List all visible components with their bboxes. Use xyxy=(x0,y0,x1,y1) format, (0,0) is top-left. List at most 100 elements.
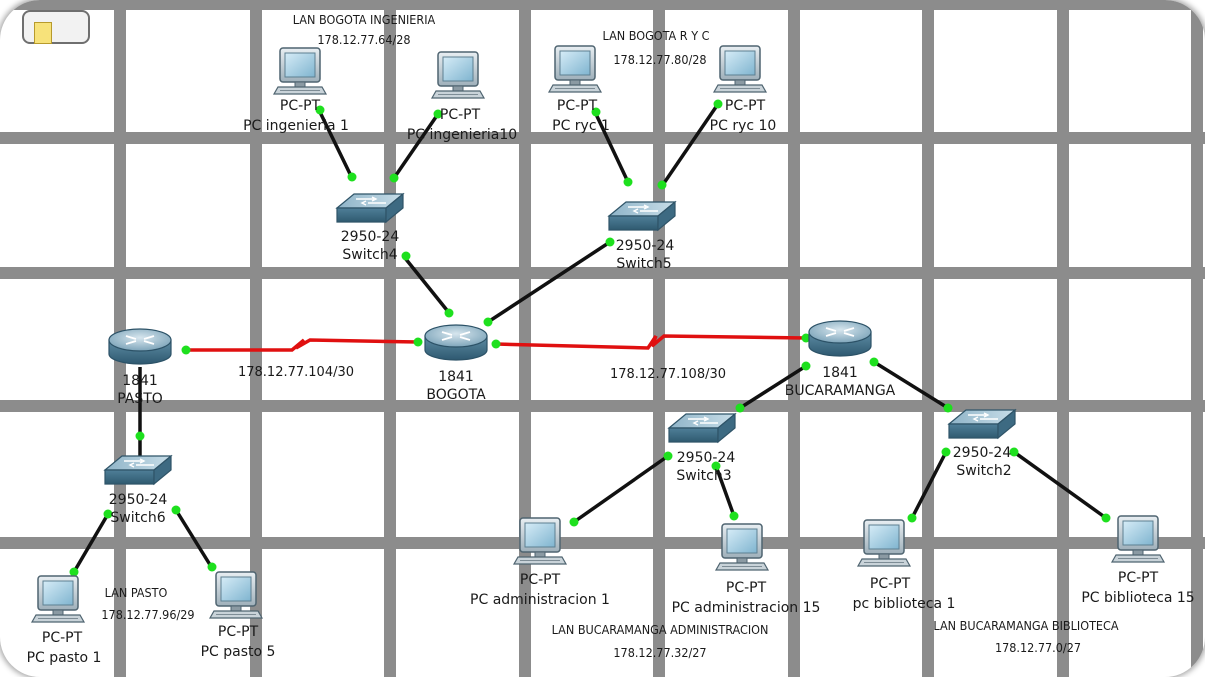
pc-name-label: PC ingenieria10 xyxy=(407,127,517,143)
pc-name-label: PC pasto 1 xyxy=(27,650,102,666)
pc-pasto1[interactable]: PC-PT PC pasto 1 xyxy=(27,575,102,666)
pc-type-label: PC-PT xyxy=(557,98,598,114)
pc-ryc1[interactable]: PC-PT PC ryc 1 xyxy=(548,45,610,134)
area-net-bga-admin: 178.12.77.32/27 xyxy=(613,645,706,660)
link-ryc1-sw5 xyxy=(593,111,630,183)
switch4[interactable]: 2950-24 Switch4 xyxy=(336,193,404,263)
area-net-bga-bib: 178.12.77.0/27 xyxy=(995,640,1081,655)
area-label-bogota-ing: LAN BOGOTA INGENIERIA xyxy=(293,12,436,27)
switch3[interactable]: 2950-24 Switch3 xyxy=(668,413,736,484)
link-sw2-bib1 xyxy=(910,451,948,519)
pc-icon xyxy=(715,523,769,571)
pc-admin15[interactable]: PC-PT PC administracion 15 xyxy=(672,523,821,616)
pc-icon xyxy=(857,519,911,567)
pc-type-label: PC-PT xyxy=(1118,570,1159,586)
pc-type-label: PC-PT xyxy=(440,107,481,123)
serial-links xyxy=(186,334,807,352)
pc-icon xyxy=(513,517,567,565)
area-net-bogota-ing: 178.12.77.64/28 xyxy=(317,32,410,47)
port-indicators xyxy=(69,99,1111,577)
switch-icon xyxy=(948,409,1016,439)
pc-type-label: PC-PT xyxy=(870,576,911,592)
pc-name-label: PC biblioteca 15 xyxy=(1081,590,1194,606)
switch-icon xyxy=(668,413,736,443)
link-ing10-sw4 xyxy=(392,113,440,179)
link-sw6-pasto5 xyxy=(174,509,214,569)
pc-pasto5[interactable]: PC-PT PC pasto 5 xyxy=(201,571,276,660)
pc-ryc10[interactable]: PC-PT PC ryc 10 xyxy=(710,45,777,134)
link-bga-sw3 xyxy=(739,364,807,410)
area-net-pasto: 178.12.77.96/29 xyxy=(101,607,194,622)
wan-label-bogota-bga: 178.12.77.108/30 xyxy=(610,367,726,382)
router-name-label: BOGOTA xyxy=(426,387,486,403)
pc-name-label: PC ryc 1 xyxy=(552,118,610,134)
switch-model-label: 2950-24 xyxy=(109,492,168,508)
switch-name-label: Switch4 xyxy=(342,247,397,263)
switch-name-label: Switch3 xyxy=(676,468,731,484)
router-bucaramanga[interactable]: 1841 BUCARAMANGA xyxy=(785,320,896,399)
pc-type-label: PC-PT xyxy=(218,624,259,640)
router-pasto[interactable]: 1841 PASTO xyxy=(108,328,172,407)
pc-icon xyxy=(713,45,767,93)
link-sw5-bogota xyxy=(487,240,611,324)
router-model-label: 1841 xyxy=(822,365,858,381)
switch-name-label: Switch6 xyxy=(110,510,165,526)
switch2[interactable]: 2950-24 Switch2 xyxy=(948,409,1016,479)
pc-admin1[interactable]: PC-PT PC administracion 1 xyxy=(470,517,610,608)
pc-name-label: pc biblioteca 1 xyxy=(853,596,956,612)
router-model-label: 1841 xyxy=(122,373,158,389)
router-name-label: BUCARAMANGA xyxy=(785,383,896,399)
link-pasto-bogota-serial xyxy=(186,338,419,352)
switch-model-label: 2950-24 xyxy=(953,445,1012,461)
switch5[interactable]: 2950-24 Switch5 xyxy=(608,201,676,272)
pc-type-label: PC-PT xyxy=(280,98,321,114)
area-label-pasto: LAN PASTO xyxy=(105,585,168,600)
switch-icon xyxy=(608,201,676,231)
link-sw2-bib15 xyxy=(1012,450,1108,520)
annotation-note-icon[interactable] xyxy=(22,10,90,44)
router-model-label: 1841 xyxy=(438,369,474,385)
wan-label-pasto-bogota: 178.12.77.104/30 xyxy=(238,365,354,380)
pc-ing10[interactable]: PC-PT PC ingenieria10 xyxy=(407,51,517,143)
router-icon xyxy=(808,320,872,357)
router-icon xyxy=(108,328,172,365)
pc-type-label: PC-PT xyxy=(725,98,766,114)
ethernet-links xyxy=(72,103,1108,573)
router-name-label: PASTO xyxy=(117,391,163,407)
area-label-bga-admin: LAN BUCARAMANGA ADMINISTRACION xyxy=(552,622,769,637)
area-label-bogota-ryc: LAN BOGOTA R Y C xyxy=(603,28,710,43)
pc-name-label: PC ryc 10 xyxy=(710,118,777,134)
switch6[interactable]: 2950-24 Switch6 xyxy=(104,455,172,526)
pc-icon xyxy=(273,47,327,95)
pc-icon xyxy=(1111,515,1165,563)
switch-name-label: Switch2 xyxy=(956,463,1011,479)
pc-ing1[interactable]: PC-PT PC ingenieria 1 xyxy=(243,47,349,134)
note-icon xyxy=(34,22,52,44)
pc-bib1[interactable]: PC-PT pc biblioteca 1 xyxy=(853,519,956,612)
router-icon xyxy=(424,324,488,361)
link-sw4-bogota xyxy=(403,256,452,316)
pc-type-label: PC-PT xyxy=(42,630,83,646)
area-net-bogota-ryc: 178.12.77.80/28 xyxy=(613,52,706,67)
pc-type-label: PC-PT xyxy=(726,580,767,596)
link-sw6-pasto1 xyxy=(72,513,110,573)
pc-icon xyxy=(31,575,85,623)
link-ing1-sw4 xyxy=(316,107,354,179)
pc-type-label: PC-PT xyxy=(520,572,561,588)
link-bogota-bga-serial xyxy=(495,334,807,350)
link-bga-sw2 xyxy=(873,360,949,410)
pc-icon xyxy=(431,51,485,99)
link-ryc10-sw5 xyxy=(660,103,720,187)
link-sw3-admin1 xyxy=(572,454,670,524)
switch-model-label: 2950-24 xyxy=(341,229,400,245)
link-sw3-admin15 xyxy=(714,465,736,517)
pc-bib15[interactable]: PC-PT PC biblioteca 15 xyxy=(1081,515,1195,606)
switch-model-label: 2950-24 xyxy=(616,238,675,254)
switch-model-label: 2950-24 xyxy=(677,450,736,466)
pc-name-label: PC administracion 15 xyxy=(672,600,821,616)
router-bogota[interactable]: 1841 BOGOTA xyxy=(424,324,488,403)
pc-icon xyxy=(209,571,263,619)
switch-name-label: Switch5 xyxy=(616,256,671,272)
